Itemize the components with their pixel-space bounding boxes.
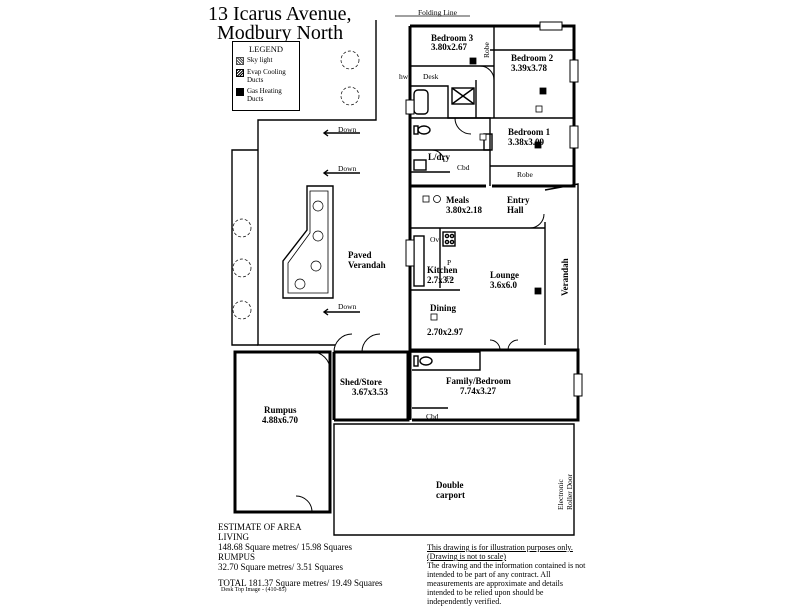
kitchen-bench <box>413 235 425 287</box>
hw-label: hw <box>399 72 409 81</box>
down-label-1: Down <box>338 125 357 134</box>
robe-label-2: Robe <box>517 170 533 179</box>
folding-line-label: Folding Line <box>418 8 457 17</box>
entry-line1: Entry <box>507 195 530 205</box>
evap-cooling-icon <box>236 69 244 77</box>
toilet-family <box>419 356 433 366</box>
kitchen-size: 2.7x3.2 <box>427 275 454 285</box>
fridge-label: Fs <box>446 274 454 283</box>
carport-outline <box>333 423 575 536</box>
cbd-label-2: Cbd <box>426 412 439 421</box>
legend-label: Evap Cooling Ducts <box>247 68 286 84</box>
disclaimer-body: The drawing and the information containe… <box>427 561 586 606</box>
page-subtitle: Modbury North <box>217 22 344 44</box>
desk-label: Desk <box>423 72 439 81</box>
total-area: TOTAL 181.37 Square metres/ 19.49 Square… <box>218 578 383 588</box>
down-arrows <box>322 129 360 316</box>
site-boundary <box>257 20 377 150</box>
rumpus-value: 32.70 Square metres/ 3.51 Squares <box>218 562 343 572</box>
rumpus-size: 4.88x6.70 <box>262 415 298 425</box>
living-value: 148.68 Square metres/ 15.98 Squares <box>218 542 352 552</box>
bedroom1-size: 3.38x3.09 <box>508 137 544 147</box>
cbd-label: Cbd <box>457 163 470 172</box>
cooktop <box>442 231 456 247</box>
legend-label: Sky light <box>247 56 273 64</box>
planter-bed <box>282 185 334 299</box>
dining-size: 2.70x2.97 <box>427 327 463 337</box>
carport-line2: carport <box>436 490 465 500</box>
toilet <box>417 125 431 135</box>
family-size: 7.74x3.27 <box>460 386 496 396</box>
disclaimer-line1: This drawing is for illustration purpose… <box>427 543 573 552</box>
disclaimer-line2: (Drawing is not to scale) <box>427 552 507 561</box>
laundry-tub <box>413 159 427 171</box>
legend: LEGEND Sky light Evap Cooling Ducts Gas … <box>232 41 300 111</box>
page-title: 13 Icarus Avenue, <box>208 3 352 25</box>
bedroom2-name: Bedroom 2 <box>511 53 554 63</box>
paved-verandah-line2: Verandah <box>348 260 386 270</box>
down-label-3: Down <box>338 302 357 311</box>
kitchen-name: Kitchen <box>427 265 458 275</box>
bedroom2-size: 3.39x3.78 <box>511 63 547 73</box>
side-verandah <box>544 183 579 350</box>
legend-item-evap: Evap Cooling Ducts <box>236 68 299 84</box>
vanity <box>483 133 493 151</box>
skylight-icon <box>236 57 244 65</box>
bedroom3-name: Bedroom 3 <box>431 33 474 43</box>
area-heading: ESTIMATE OF AREA <box>218 522 302 532</box>
legend-label: Gas Heating Ducts <box>247 87 282 103</box>
bedroom3-size: 3.80x2.67 <box>431 42 467 52</box>
side-verandah-label: Verandah <box>560 258 570 296</box>
gas-heating-icon <box>236 88 244 96</box>
dining-name: Dining <box>430 303 457 313</box>
legend-item-gas: Gas Heating Ducts <box>236 87 299 103</box>
paved-verandah-line1: Paved <box>348 250 372 260</box>
rumpus-wall <box>233 350 332 514</box>
rumpus-name: Rumpus <box>264 405 297 415</box>
family-name: Family/Bedroom <box>446 376 511 386</box>
shed-name: Shed/Store <box>340 377 382 387</box>
legend-title: LEGEND <box>249 44 283 54</box>
oven-label: Ov <box>430 235 440 244</box>
down-label-2: Down <box>338 164 357 173</box>
meals-name: Meals <box>446 195 469 205</box>
living-label: LIVING <box>218 532 249 542</box>
footer-credit: Desk Top Image - (410-85) <box>221 587 287 593</box>
entry-line2: Hall <box>507 205 524 215</box>
tree-icons <box>232 50 360 320</box>
robe-label: Robe <box>482 42 491 58</box>
bedroom-wing-wall <box>410 24 576 188</box>
roller-door-line2: Roller Door <box>565 473 574 510</box>
bedroom1-name: Bedroom 1 <box>508 127 551 137</box>
bath <box>413 89 429 115</box>
disclaimer: This drawing is for illustration purpose… <box>427 543 587 606</box>
area-estimate: ESTIMATE OF AREA LIVING 148.68 Square me… <box>218 522 383 588</box>
laundry-name: L/dry <box>428 152 451 162</box>
shower <box>451 87 475 105</box>
rumpus-label: RUMPUS <box>218 552 256 562</box>
lounge-size: 3.6x6.0 <box>490 280 517 290</box>
meals-size: 3.80x2.18 <box>446 205 482 215</box>
carport-line1: Double <box>436 480 464 490</box>
shed-wall <box>334 350 410 422</box>
legend-item-skylight: Sky light <box>236 56 299 65</box>
pantry-label: P <box>447 258 452 267</box>
lounge-name: Lounge <box>490 270 520 280</box>
shed-size: 3.67x3.53 <box>352 387 388 397</box>
